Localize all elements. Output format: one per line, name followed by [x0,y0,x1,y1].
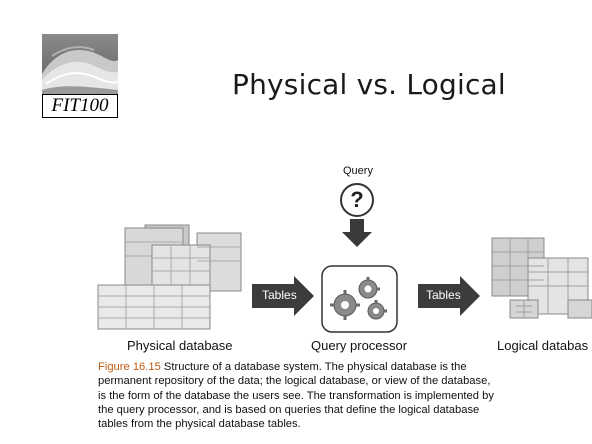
logo-text: FIT100 [42,94,118,118]
figure-number: Figure 16.15 [98,361,161,373]
caption-line-5: tables from the physical database tables… [98,418,301,431]
tables-arrow-2 [418,276,480,316]
physical-database-icon [97,224,242,330]
logical-database-label: Logical databas [497,338,589,353]
query-icon [340,183,374,217]
physical-database-label: Physical database [127,338,233,353]
query-processor-icon [321,265,398,333]
tables-arrow-1-label: Tables [262,288,297,302]
caption-line-2: permanent repository of the data; the lo… [98,375,491,388]
tables-arrow-2-label: Tables [426,288,461,302]
fit100-logo: FIT100 [42,34,118,118]
figure-caption: Figure 16.15 Structure of a database sys… [98,360,592,431]
query-processor-label: Query processor [311,338,408,353]
down-arrow [342,219,372,247]
wave-icon [42,34,118,96]
query-symbol: ? [350,187,364,212]
caption-line-1: Figure 16.15 Structure of a database sys… [98,361,467,373]
query-label: Query [343,165,373,177]
slide-title: Physical vs. Logical [232,68,506,101]
logical-database-icon [491,237,592,319]
caption-line-3: is the form of the database the users se… [98,389,494,402]
caption-line-4: the query processor, and is based on que… [98,403,480,416]
tables-arrow-1 [252,276,314,316]
